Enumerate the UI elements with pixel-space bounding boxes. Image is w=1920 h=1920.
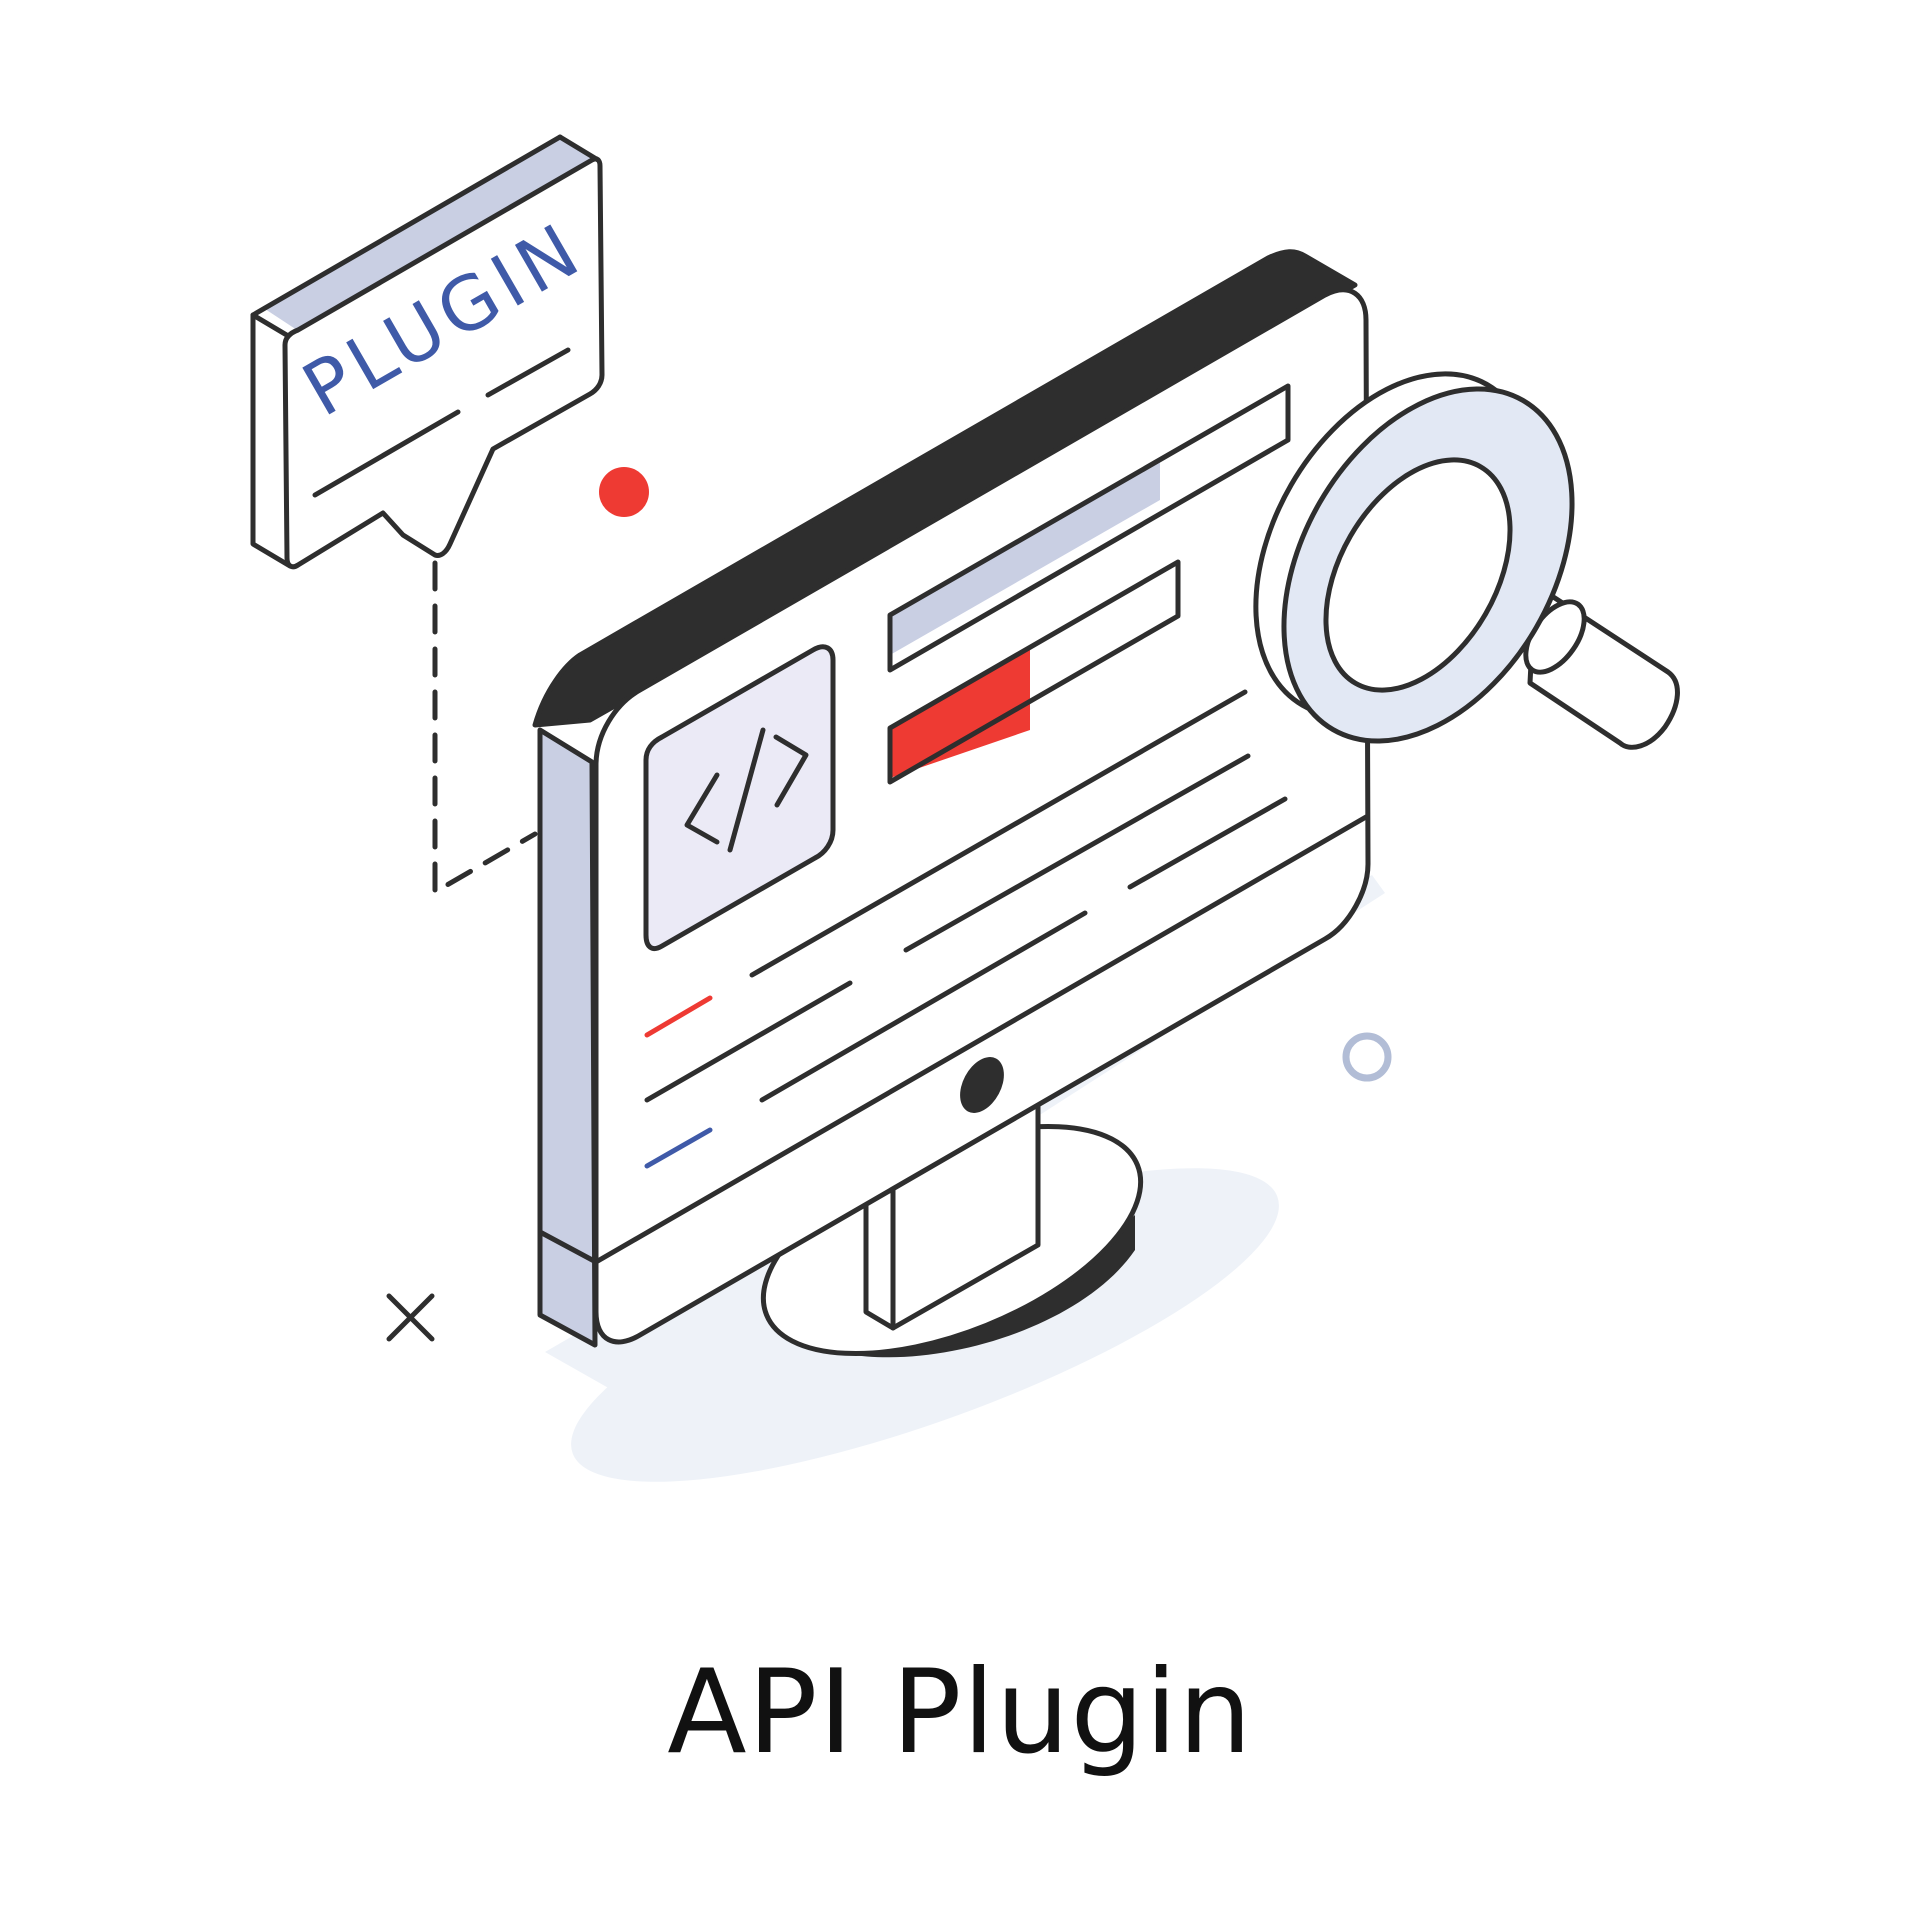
monitor-stand [760,1087,1144,1358]
dashed-connector [432,560,538,895]
dot-icon [599,467,649,517]
progress-bar-bottom [887,559,1181,785]
monitor-button-icon [960,1057,1004,1113]
ring-icon [1342,1032,1392,1082]
monitor-icon [532,249,1371,1348]
code-card [643,644,836,951]
magnifying-glass-icon [1253,371,1680,750]
caption-title: API Plugin [667,1645,1253,1780]
cross-icon [386,1293,435,1342]
progress-bar-top [887,383,1291,673]
screen-text-lines [644,689,1288,1169]
code-brackets-icon [684,727,809,853]
speech-bubble-icon: PLUGIN [250,134,605,570]
